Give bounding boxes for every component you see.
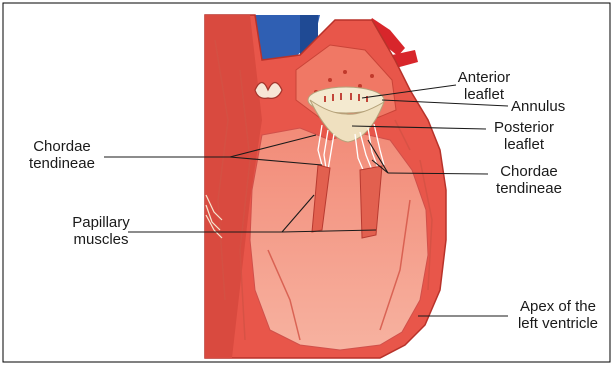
label-annulus: Annulus <box>511 98 565 115</box>
label-anterior-leaflet: Anterior leaflet <box>456 69 512 103</box>
anterior-line1: Anterior <box>456 69 512 86</box>
chordae-right-line2: tendineae <box>488 180 570 197</box>
posterior-line1: Posterior <box>489 119 559 136</box>
chordae-left-line2: tendineae <box>22 155 102 172</box>
apex-line1: Apex of the <box>508 298 608 315</box>
label-chordae-right: Chordae tendineae <box>488 163 570 197</box>
label-papillary-muscles: Papillary muscles <box>64 214 138 248</box>
label-chordae-left: Chordae tendineae <box>22 138 102 172</box>
anterior-line2: leaflet <box>456 86 512 103</box>
papillary-line2: muscles <box>64 231 138 248</box>
label-posterior-leaflet: Posterior leaflet <box>489 119 559 153</box>
chordae-right-line1: Chordae <box>488 163 570 180</box>
papillary-line1: Papillary <box>64 214 138 231</box>
label-apex: Apex of the left ventricle <box>508 298 608 332</box>
posterior-line2: leaflet <box>489 136 559 153</box>
apex-line2: left ventricle <box>508 315 608 332</box>
chordae-left-line1: Chordae <box>22 138 102 155</box>
